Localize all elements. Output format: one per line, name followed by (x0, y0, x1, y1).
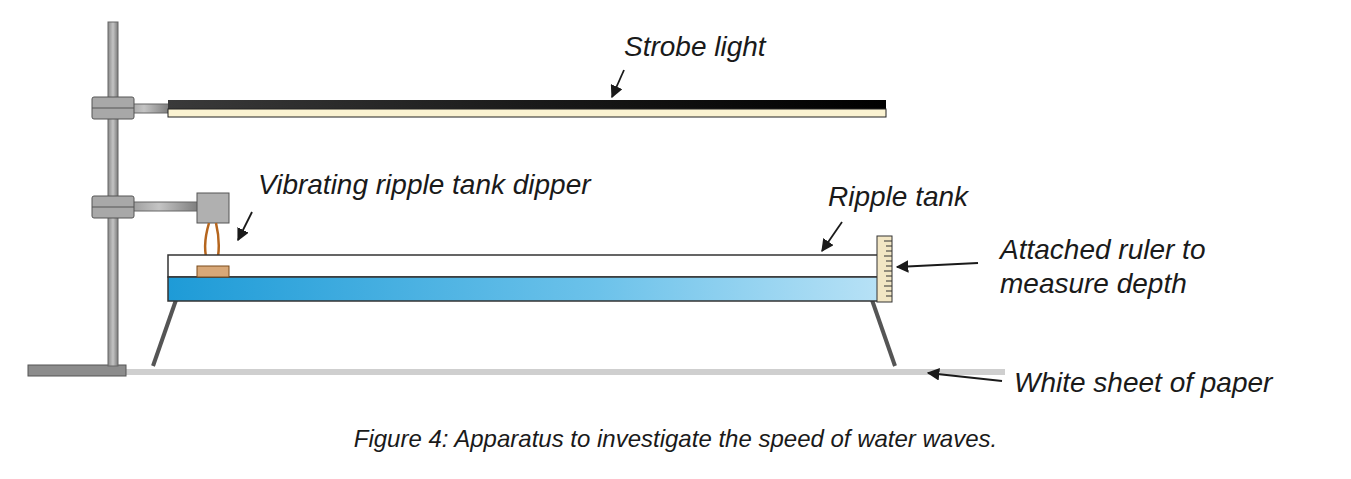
part-label: Ripple tank (828, 180, 1048, 214)
leader-arrow (238, 212, 252, 240)
depth-ruler (877, 236, 892, 302)
boss-clamp (92, 196, 134, 218)
part-label: Attached ruler to measure depth (1000, 233, 1300, 301)
stand-base (28, 365, 126, 376)
stand-pole (108, 22, 118, 366)
water (168, 277, 886, 301)
part-label: White sheet of paper (1014, 366, 1344, 400)
part-label: Strobe light (624, 30, 884, 64)
boss-clamp (92, 97, 134, 119)
vibrator-motor (197, 193, 229, 223)
ruler-ticks (884, 241, 892, 296)
figure-caption: Figure 4: Apparatus to investigate the s… (0, 424, 1351, 454)
leader-arrow (928, 373, 1002, 381)
tank-leg (153, 300, 176, 366)
paper-sheet (125, 369, 1005, 375)
part-label: Vibrating ripple tank dipper (258, 168, 738, 202)
leader-arrow (612, 70, 624, 97)
leader-arrow (822, 222, 842, 251)
dipper (197, 266, 229, 277)
tank-leg (872, 300, 895, 366)
ripple-tank (168, 255, 886, 277)
leader-arrow (897, 263, 978, 267)
strobe-light (168, 100, 886, 109)
strobe-lamp (168, 109, 886, 117)
